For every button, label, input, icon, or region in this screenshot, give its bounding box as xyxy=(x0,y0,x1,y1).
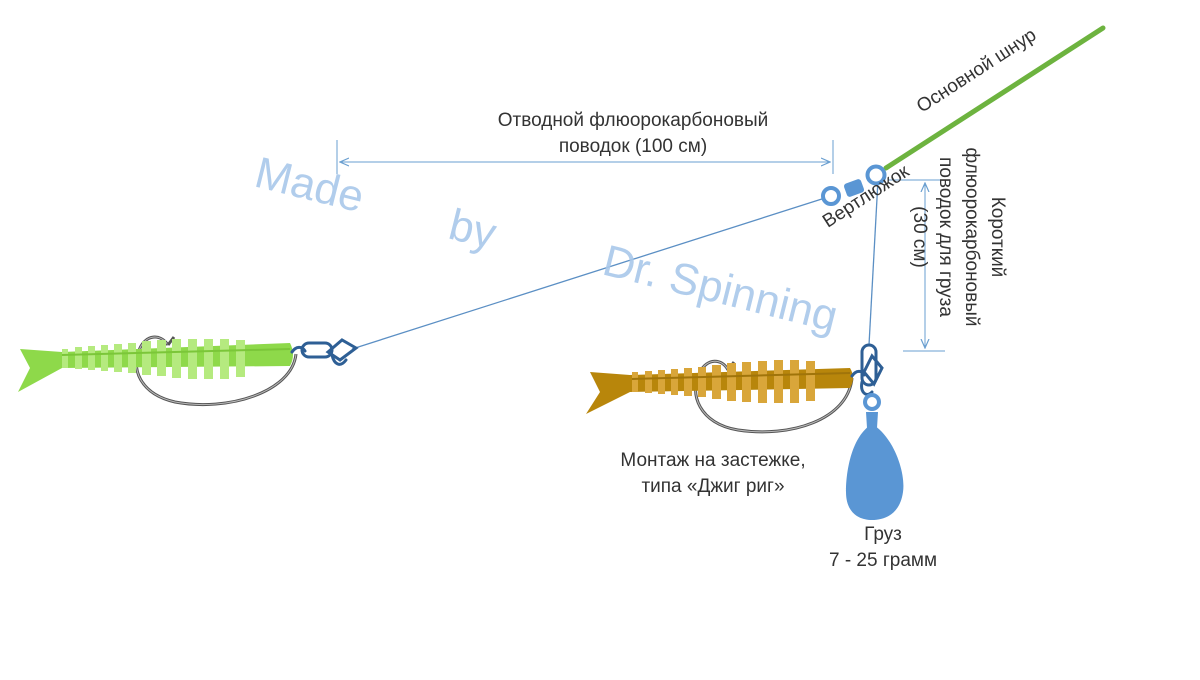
weight-label: Груз 7 - 25 грамм xyxy=(828,524,938,571)
snap-icon-left xyxy=(290,338,359,366)
green-lure-icon xyxy=(18,339,293,392)
short-leader-label: Короткий флюорокарбоновый поводок для гр… xyxy=(909,147,1008,327)
weight-icon xyxy=(846,393,904,520)
gold-lure-icon xyxy=(586,360,853,414)
short-leader-line xyxy=(868,179,879,346)
long-leader-line xyxy=(351,197,826,350)
rig-label: Монтаж на застежке, типа «Джиг риг» xyxy=(620,450,806,497)
short-leader-dimension xyxy=(888,179,945,352)
snap-icon-right xyxy=(850,343,884,396)
swivel-icon xyxy=(821,164,887,206)
hook-icon-left xyxy=(134,335,298,407)
main-line xyxy=(883,25,1106,171)
long-leader-label: Отводной флюорокарбоновый поводок (100 с… xyxy=(497,110,769,157)
long-leader-dimension xyxy=(336,140,834,174)
